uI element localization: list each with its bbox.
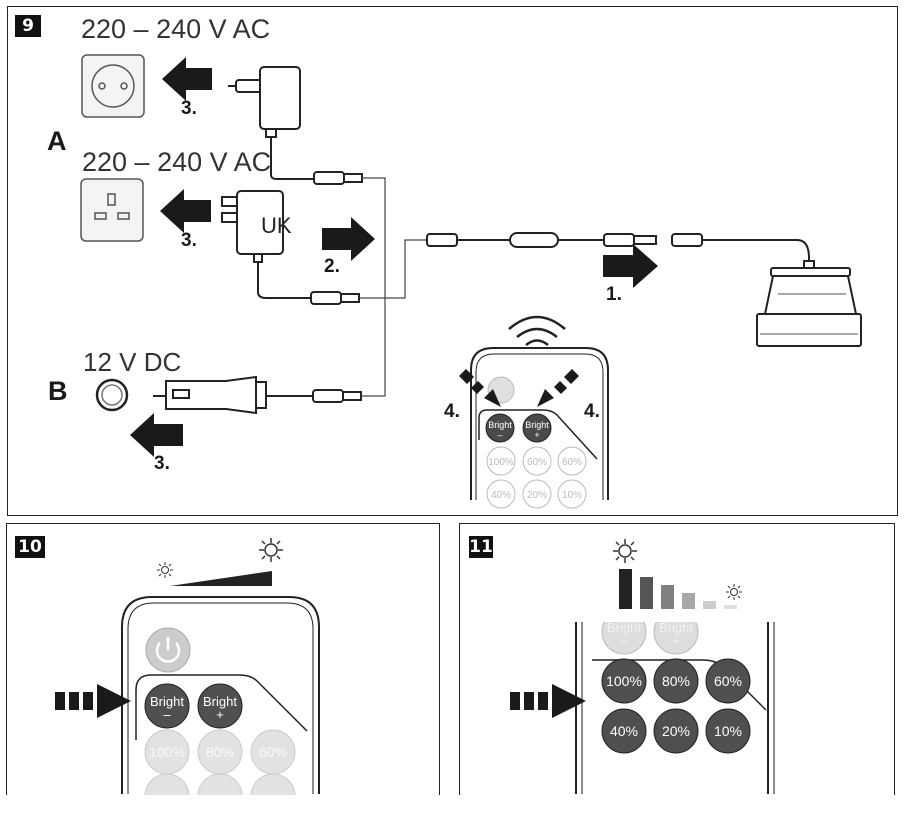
brightness-100-label: 100%: [149, 744, 185, 760]
bright-minus-label: Bright: [607, 620, 641, 635]
brightness-level-bar: [640, 577, 653, 609]
brightness-100-button[interactable]: [601, 658, 647, 704]
plus-sign: +: [672, 633, 680, 648]
uk-adapter-text: UK: [261, 213, 292, 238]
brightness-60-label: 60%: [714, 673, 742, 689]
dashed-arrow-icon: [459, 369, 501, 407]
brightness-level-bar: [703, 601, 716, 609]
brightness-80-label: 80%: [662, 673, 690, 689]
eu-socket-icon: [81, 54, 145, 118]
voltage-uk-label: 220 – 240 V AC: [82, 147, 272, 177]
step-3-label: 3.: [181, 98, 197, 119]
plus-sign: +: [216, 707, 224, 722]
lamp-icon: [756, 260, 862, 347]
brightness-40-label: 40%: [610, 723, 638, 739]
bright-minus-button[interactable]: [485, 413, 515, 443]
step-4-label: 4.: [444, 401, 460, 422]
brightness-10-button[interactable]: [705, 708, 751, 754]
brightness-60-button[interactable]: [705, 658, 751, 704]
dashed-arrow-icon: [510, 684, 586, 718]
step-3-label: 3.: [181, 230, 197, 251]
dc-socket-icon: [95, 378, 129, 412]
arrow-right-icon: [322, 217, 375, 261]
brightness-40-label: 40%: [491, 490, 511, 501]
figure-10-number: 10: [15, 536, 45, 558]
dashed-arrow-icon: [537, 369, 579, 407]
brightness-60-label: 60%: [259, 744, 287, 760]
minus-sign: –: [497, 430, 502, 440]
bright-plus-label: Bright: [659, 620, 693, 635]
brightness-level-bars: [619, 569, 737, 609]
brightness-100-label: 100%: [488, 457, 514, 468]
uk-power-adapter-icon: [221, 190, 311, 299]
remote-control-fig9: [470, 347, 609, 509]
sun-large-icon: [613, 539, 637, 563]
brightness-20-label: 20%: [527, 490, 547, 501]
arrow-left-icon: [130, 413, 183, 457]
eu-power-adapter-icon: [228, 66, 314, 180]
brightness-level-bar: [682, 593, 695, 609]
arrow-left-icon: [160, 189, 211, 233]
option-a-label: A: [47, 126, 67, 156]
plus-sign: +: [534, 430, 539, 440]
bright-plus-label: Bright: [525, 420, 549, 430]
brightness-40-button[interactable]: [601, 708, 647, 754]
brightness-10-label: 10%: [562, 490, 582, 501]
brightness-80-button[interactable]: [653, 658, 699, 704]
step-1-label: 1.: [606, 284, 622, 305]
brightness-100-label: 100%: [606, 673, 642, 689]
brightness-60b-label: 60%: [562, 457, 582, 468]
step-3-label: 3.: [154, 453, 170, 474]
minus-sign: –: [620, 633, 628, 648]
bright-minus-label: Bright: [150, 694, 184, 709]
voltage-eu-label: 220 – 240 V AC: [81, 14, 271, 44]
power-icon: [155, 637, 181, 663]
dashed-arrow-icon: [55, 684, 131, 718]
sun-small-icon: [726, 584, 742, 600]
sun-large-icon: [259, 538, 283, 562]
figure-9-number: 9: [15, 15, 41, 37]
bright-plus-button[interactable]: [197, 683, 243, 729]
option-b-label: B: [48, 376, 68, 406]
step-2-label: 2.: [324, 256, 340, 277]
bright-minus-label: Bright: [488, 420, 512, 430]
remote-control-fig11: [575, 609, 775, 794]
brightness-10-label: 10%: [714, 723, 742, 739]
sun-small-icon: [157, 562, 173, 578]
brightness-20-button[interactable]: [653, 708, 699, 754]
arrow-right-icon: [603, 244, 658, 288]
figure-11-number: 11: [469, 536, 493, 558]
brightness-80-label: 80%: [206, 744, 234, 760]
brightness-20-label: 20%: [662, 723, 690, 739]
brightness-level-bar: [619, 569, 632, 609]
inline-controller-cable: [426, 232, 810, 266]
car-plug-icon: [153, 375, 313, 415]
brightness-60-label: 60%: [527, 457, 547, 468]
bright-plus-label: Bright: [203, 694, 237, 709]
bright-minus-button[interactable]: [144, 683, 190, 729]
bright-plus-button[interactable]: [522, 413, 552, 443]
voltage-dc-label: 12 V DC: [83, 347, 182, 377]
brightness-level-bar: [661, 585, 674, 609]
step-4-label: 4.: [584, 401, 600, 422]
uk-socket-icon: [80, 178, 144, 242]
brightness-ramp: [170, 571, 272, 586]
minus-sign: –: [163, 707, 171, 722]
brightness-level-bar: [724, 605, 737, 609]
arrow-left-icon: [162, 57, 212, 101]
wifi-signal-icon: [508, 315, 566, 346]
